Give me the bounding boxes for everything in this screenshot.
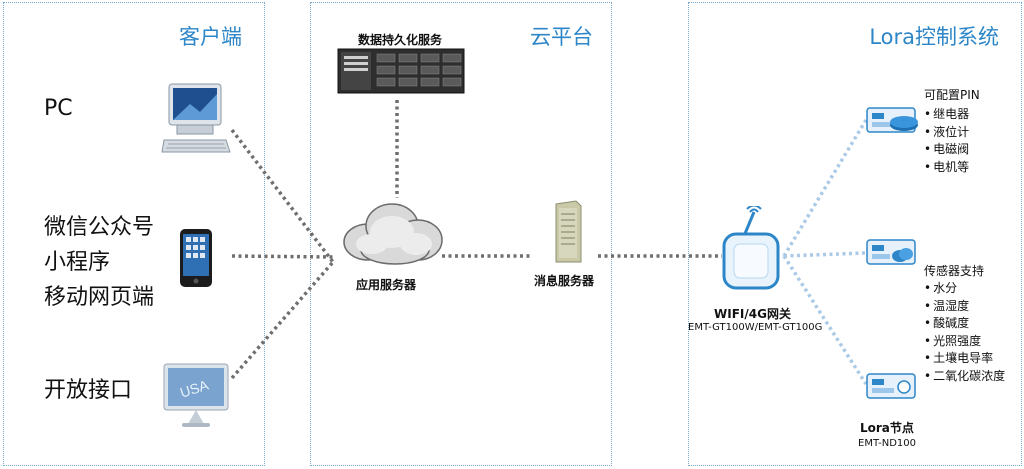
gateway-name: WIFI/4G网关 — [714, 307, 791, 321]
lora-module-icon-bottom — [866, 373, 916, 399]
open-api-label: 开放接口 — [44, 378, 133, 403]
tower-server-icon — [555, 200, 582, 263]
configurable-pin-title: 可配置PIN — [924, 88, 980, 102]
link-pc-app — [230, 128, 335, 264]
list-item: 电磁阀 — [924, 141, 969, 159]
wechat-label: 微信公众号 — [44, 215, 155, 240]
link-gateway-module-top — [782, 119, 868, 257]
list-item: 光照强度 — [924, 333, 1005, 351]
mobile-web-label: 移动网页端 — [44, 285, 155, 310]
lora-module-icon-mid — [866, 239, 916, 265]
rack-server-icon — [337, 48, 465, 94]
sensor-support-title: 传感器支持 — [924, 264, 985, 278]
list-item: 酸碱度 — [924, 315, 1005, 333]
cloud-panel-title: 云平台 — [530, 25, 593, 49]
list-item: 液位计 — [924, 124, 969, 142]
list-item: 电机等 — [924, 159, 969, 177]
list-item: 温湿度 — [924, 298, 1005, 316]
desktop-computer-icon — [161, 83, 231, 153]
sensor-support-list: 水分 温湿度 酸碱度 光照强度 土壤电导率 二氧化碳浓度 — [924, 280, 1005, 385]
list-item: 继电器 — [924, 106, 969, 124]
client-panel: 客户端 — [3, 2, 265, 466]
message-server-label: 消息服务器 — [534, 274, 595, 288]
list-item: 二氧化碳浓度 — [924, 368, 1005, 386]
lora-panel-title: Lora控制系统 — [869, 25, 999, 49]
pc-label: PC — [44, 96, 73, 121]
mini-program-label: 小程序 — [44, 250, 111, 275]
list-item: 土壤电导率 — [924, 350, 1005, 368]
lora-node-name: Lora节点 — [860, 421, 914, 435]
monitor-icon: USA — [163, 363, 229, 427]
lora-module-icon-top — [866, 107, 918, 133]
list-item: 水分 — [924, 280, 1005, 298]
lora-panel: Lora控制系统 — [688, 2, 1022, 466]
gateway-router-icon — [722, 206, 780, 290]
smartphone-icon — [180, 229, 212, 287]
link-phone-app — [231, 254, 334, 259]
cloud-icon — [343, 203, 443, 265]
configurable-pin-list: 继电器 液位计 电磁阀 电机等 — [924, 106, 969, 176]
gateway-model: EMT-GT100W/EMT-GT100G — [688, 322, 823, 333]
lora-node-model: EMT-ND100 — [858, 438, 917, 449]
persistence-label: 数据持久化服务 — [358, 33, 443, 47]
link-gateway-module-bottom — [782, 255, 868, 385]
app-server-label: 应用服务器 — [356, 278, 417, 292]
link-gateway-module-mid — [783, 251, 867, 258]
link-monitor-app — [230, 260, 335, 380]
client-panel-title: 客户端 — [179, 25, 242, 49]
